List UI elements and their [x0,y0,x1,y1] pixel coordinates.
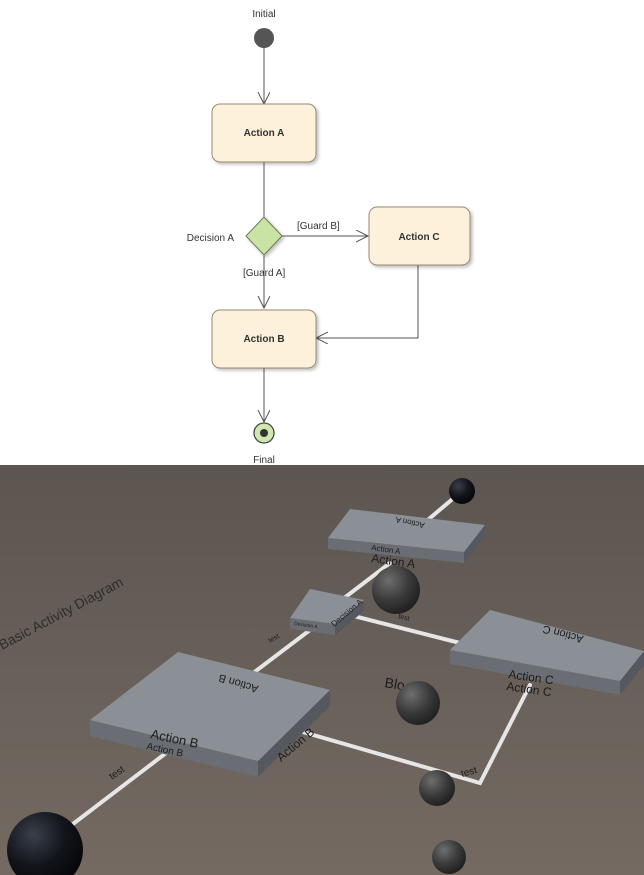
guard-b-label: [Guard B] [297,221,340,232]
3d-scene-canvas[interactable]: Basic Activity Diagram Blocks test test … [0,465,644,875]
action-c-node[interactable] [368,206,471,266]
activity-diagram: Initial Action A Decision A [Guard B] [G… [186,9,471,466]
action-c-block[interactable]: Action C Action C Action C [450,610,644,699]
action-c-label: Action C [398,232,439,243]
3d-scene-view[interactable]: Basic Activity Diagram Blocks test test … [0,465,644,875]
initial-node[interactable] [254,28,274,48]
action-b-node[interactable] [211,309,317,369]
edge-label-2: test [460,765,479,780]
action-a-label: Action A [244,128,285,139]
initial-label: Initial [252,9,275,20]
activity-diagram-canvas: Initial Action A Decision A [Guard B] [G… [187,9,471,466]
action-a-node[interactable] [211,103,317,163]
edge-label-4: test [268,633,281,645]
decision-node[interactable] [245,216,283,256]
action-c-block-front-label: Action C [508,667,555,687]
action-a-floor-label: Action A [371,551,417,571]
flow-action-c-to-action-b[interactable] [316,265,419,338]
blocks-sphere[interactable] [396,681,440,725]
edge-label-3: test [397,613,410,623]
decision-block[interactable]: Decision A Decision A [290,589,365,635]
edge-sphere[interactable] [419,770,455,806]
action-a-sphere[interactable] [372,566,420,614]
final-sphere[interactable] [7,812,83,875]
action-a-block-front-label: Action A [371,543,402,556]
decision-block-front-label: Decision A [294,621,319,630]
lower-sphere[interactable] [432,840,466,874]
action-b-label: Action B [243,334,284,345]
initial-sphere[interactable] [449,478,475,504]
final-node-center [260,429,268,437]
action-a-block[interactable]: Action A Action A Action A [328,509,485,571]
action-b-block[interactable]: Action B Action B Action B Action B [90,652,330,777]
guard-a-label: [Guard A] [243,268,285,279]
action-c-floor-label: Action C [506,679,553,699]
final-label: Final [253,455,275,465]
decision-label: Decision A [187,233,235,244]
